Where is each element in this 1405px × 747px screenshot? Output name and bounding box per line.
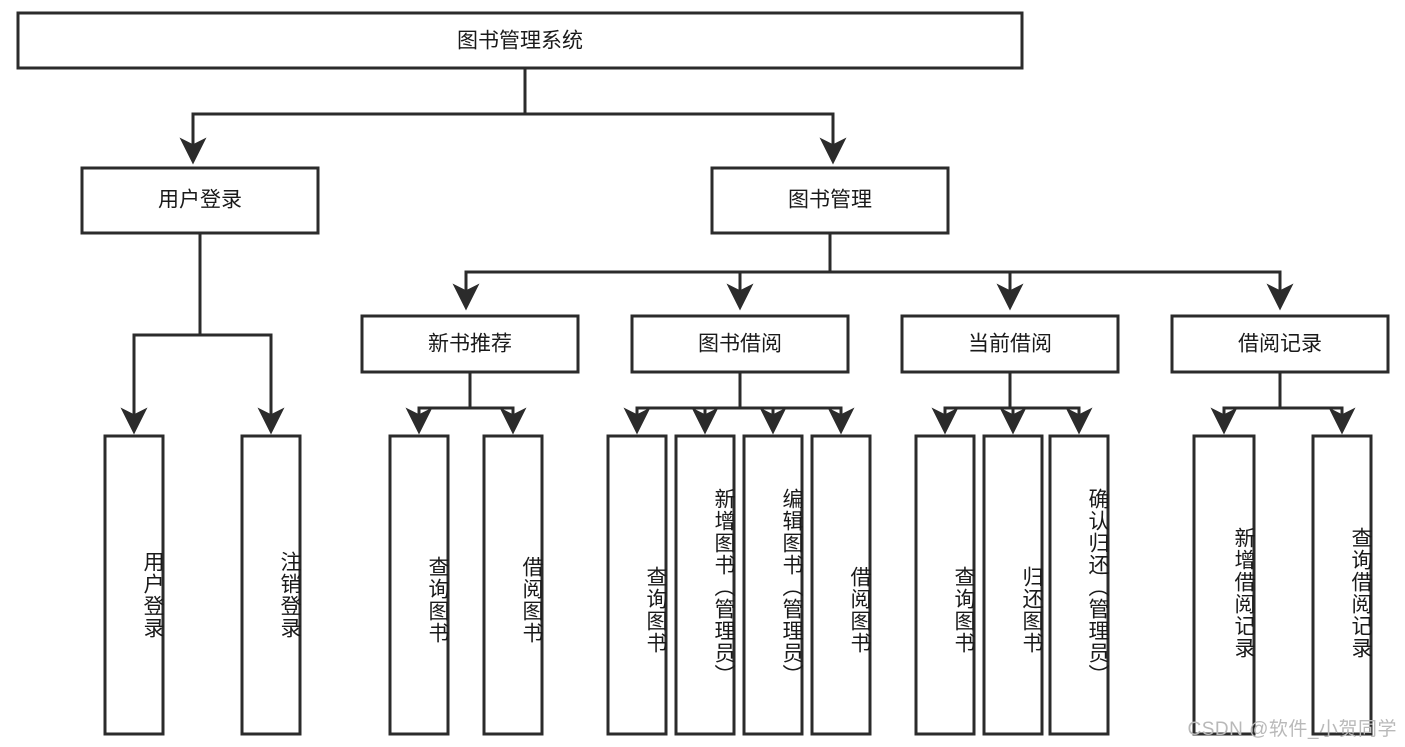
leaf-rect-add-borrow-record[interactable]: [1192, 434, 1256, 736]
connector-newbook-to-leaves: [405, 370, 527, 435]
node-book-management[interactable]: 图书管理: [710, 166, 950, 235]
node-new-book-recommend-label: 新书推荐: [428, 333, 512, 356]
connector-borrowrecord-to-leaves: [1210, 370, 1356, 435]
leaf-rect-confirm-return-admin[interactable]: [1048, 434, 1110, 736]
node-user-login[interactable]: 用户登录: [80, 166, 320, 235]
node-root-label: 图书管理系统: [457, 30, 583, 53]
connector-userlogin-to-leaves: [120, 231, 285, 435]
leaf-rects: [103, 434, 1373, 736]
node-borrow-record[interactable]: 借阅记录: [1170, 314, 1390, 374]
node-user-login-label: 用户登录: [158, 189, 242, 212]
node-current-borrow-label: 当前借阅: [968, 333, 1052, 356]
leaf-rect-logout-login[interactable]: [240, 434, 302, 736]
node-book-borrow[interactable]: 图书借阅: [630, 314, 850, 374]
leaf-rect-edit-book-admin[interactable]: [742, 434, 804, 736]
leaf-rect-borrow-book-bb[interactable]: [810, 434, 872, 736]
connector-currentborrow-to-leaves: [931, 370, 1093, 435]
node-current-borrow[interactable]: 当前借阅: [900, 314, 1120, 374]
leaf-rect-query-book-nbr[interactable]: [388, 434, 450, 736]
node-root-system[interactable]: 图书管理系统: [16, 11, 1024, 70]
leaf-rect-query-book-bb[interactable]: [606, 434, 668, 736]
leaf-rect-query-book-cb[interactable]: [914, 434, 976, 736]
leaf-rect-add-book-admin[interactable]: [674, 434, 736, 736]
csdn-watermark: CSDN @软件_小贺同学: [1187, 719, 1397, 740]
node-borrow-record-label: 借阅记录: [1238, 333, 1322, 356]
connector-root-to-level2: [179, 66, 847, 165]
node-new-book-recommend[interactable]: 新书推荐: [360, 314, 580, 374]
node-book-borrow-label: 图书借阅: [698, 333, 782, 356]
connector-bookborrow-to-leaves: [623, 370, 855, 435]
connector-bookmgmt-to-level3: [452, 231, 1294, 311]
leaf-rect-query-borrow-record[interactable]: [1311, 434, 1373, 736]
leaf-rect-return-book[interactable]: [982, 434, 1044, 736]
node-book-management-label: 图书管理: [788, 189, 872, 212]
leaf-rect-user-login[interactable]: [103, 434, 165, 736]
leaf-rect-borrow-book-nbr[interactable]: [482, 434, 544, 736]
